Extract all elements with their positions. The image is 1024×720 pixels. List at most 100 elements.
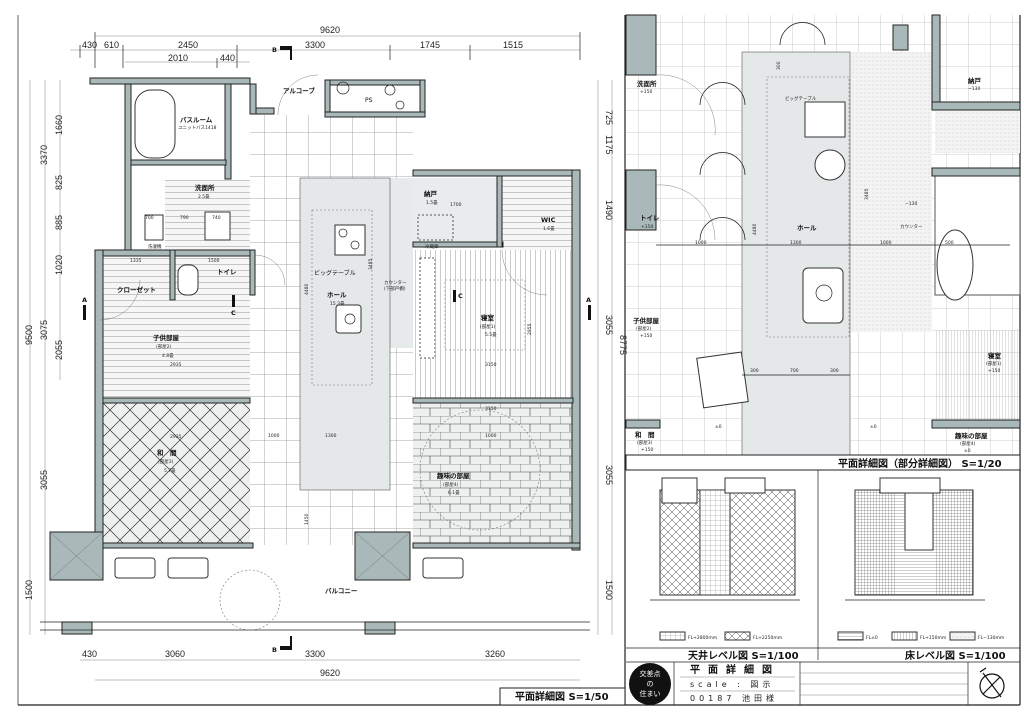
drawing-title: 平面詳細図 xyxy=(690,663,780,676)
main-plan-inner-dims-4: 1500 xyxy=(208,258,220,264)
circle-mark xyxy=(350,240,360,250)
rect-mark xyxy=(167,557,209,579)
main-plan-rooms-hobby-room-area: 6.1畳 xyxy=(448,490,460,496)
floor-plan-legend-0: FL±0 xyxy=(866,635,878,641)
rect-mark xyxy=(891,631,918,641)
rect-mark xyxy=(766,76,850,338)
detail-plan-labels-washroom: 洗面所 xyxy=(637,79,657,88)
main-plan-caption: 平面詳細図 S=1/50 xyxy=(515,690,609,703)
main-plan-rooms-counter-sub: (下部戸棚) xyxy=(384,285,406,292)
detail-plan-labels-toilet-level: +150 xyxy=(641,224,653,230)
main-plan-inner-dims-1: 790 xyxy=(180,215,189,221)
main-plan-left-dims-inner-1: 825 xyxy=(54,175,64,190)
main-plan-inner-dims-3: 1335 xyxy=(130,258,142,264)
rect-mark xyxy=(935,330,1020,420)
circle-mark xyxy=(384,84,396,96)
circle-mark xyxy=(219,569,281,631)
detail-plan-labels-bedroom-sub: (部屋1) xyxy=(986,360,1002,367)
main-plan-right-dims-inner-2: 1490 xyxy=(604,200,614,220)
main-plan-rooms-alcove: アルコーブ xyxy=(283,86,315,95)
rect-mark xyxy=(696,351,749,409)
rect-mark xyxy=(453,290,456,302)
main-plan-top-dims-overall: 9620 xyxy=(320,25,340,35)
text-mark: 住まい xyxy=(640,689,661,698)
rect-mark xyxy=(249,83,257,115)
main-plan-top-dims-row1-0: 430 xyxy=(82,40,97,50)
rect-mark xyxy=(83,305,86,320)
detail-plan-labels-bedroom-level: +150 xyxy=(988,368,1000,374)
rect-mark xyxy=(879,477,941,494)
main-plan-inner-dims-2: 740 xyxy=(212,215,221,221)
detail-plan-dims-5: 300 xyxy=(830,368,839,374)
main-plan-rooms-bedroom-sub: (部屋1) xyxy=(480,323,496,330)
main-plan-left-dims-mid-0: 3370 xyxy=(39,145,49,165)
ceiling-plan-caption: 天井レベル図 S=1/100 xyxy=(688,649,799,662)
detail-plan-labels-hobby-room: 趣味の部屋 xyxy=(954,431,988,440)
rect-mark xyxy=(412,397,574,404)
ellipse-mark xyxy=(936,229,974,301)
rect-mark xyxy=(837,631,864,641)
washitsu-floor xyxy=(103,400,250,545)
detail-plan-labels-washitsu-level: +150 xyxy=(641,447,653,453)
main-plan-bottom-dims-overall: 9620 xyxy=(320,668,340,678)
stove-detail xyxy=(804,101,846,138)
main-plan-inner-dims-0: 700 xyxy=(145,215,154,221)
floor-plan-caption: 床レベル図 S=1/100 xyxy=(905,649,1006,662)
detail-plan-dims-4: 700 xyxy=(790,368,799,374)
main-plan-right-dims-inner-0: 725 xyxy=(604,110,614,125)
main-plan-left-dims-mid-3: 1500 xyxy=(24,580,34,600)
main-plan-rooms-fridge: 冷蔵庫 xyxy=(425,243,439,250)
drawing-scale: scale : 図示 xyxy=(690,680,774,689)
detail-plan-dims-7: 4480 xyxy=(752,223,758,235)
main-plan-bottom-dims-row1-1: 3060 xyxy=(165,649,185,659)
rect-mark xyxy=(659,631,686,641)
main-plan-top-dims-row2-1: 440 xyxy=(220,53,235,63)
main-plan-left-dims-inner-0: 1660 xyxy=(54,115,64,135)
main-plan-left-dims-inner-2: 885 xyxy=(54,215,64,230)
main-plan-rooms-counter: カウンター xyxy=(384,279,407,286)
main-plan-rooms-hall-area: 15.3畳 xyxy=(330,301,345,307)
main-plan-rooms-washitsu-area: 5.7畳 xyxy=(164,468,176,474)
detail-plan-labels-big-table: ビッグテーブル xyxy=(785,95,817,102)
counter xyxy=(419,257,436,359)
path-mark xyxy=(699,152,746,176)
detail-plan-labels-counter: カウンター xyxy=(900,223,923,230)
inner-dimensions: 700 790 740 1335 1500 1700 2935 2935 315… xyxy=(130,202,533,525)
rect-mark xyxy=(224,83,232,180)
main-plan-rooms-washer: 洗濯機 xyxy=(148,243,162,250)
rect-mark xyxy=(102,542,254,549)
detail-plan-labels-hobby-room-level: ±0 xyxy=(964,448,971,454)
detail-dimensions: 1000 1300 1000 300 700 300 300 4480 3485… xyxy=(695,61,954,374)
rect-mark xyxy=(588,305,591,320)
main-plan-rooms-washitsu-sub: (部屋3) xyxy=(158,458,174,465)
main-plan-bottom-dims-row1-2: 3300 xyxy=(305,649,325,659)
rect-mark xyxy=(496,175,503,248)
rect-mark xyxy=(700,490,730,595)
main-plan-rooms-toilet: トイレ xyxy=(217,268,237,276)
main-plan-rooms-washitsu: 和 間 xyxy=(156,448,177,457)
main-plan-section-marks-c: C xyxy=(458,292,463,300)
detail-plan-labels-hall: ホール xyxy=(797,224,817,232)
rect-mark xyxy=(935,490,973,595)
rect-mark xyxy=(290,636,292,648)
g-mark xyxy=(79,32,581,68)
rect-mark xyxy=(949,631,976,641)
main-plan-left-dims-mid-1: 3075 xyxy=(39,320,49,340)
rect-mark xyxy=(419,79,426,118)
detail-plan-dims-0: 1000 xyxy=(695,240,707,246)
ceiling-plan-legend-1: FL+2250mm xyxy=(753,635,782,641)
rect-mark xyxy=(255,107,275,115)
rect-mark xyxy=(724,631,751,641)
main-plan-rooms-hobby-room-sub: (部屋4) xyxy=(443,481,459,488)
rect-mark xyxy=(625,14,657,76)
main-plan-rooms-bathroom-sub: ユニットバス1418 xyxy=(178,125,217,131)
rect-mark xyxy=(94,249,104,551)
room-labels: アルコーブ PS バスルーム ユニットバス1418 洗面所 2.5畳 洗濯機 ト… xyxy=(117,86,556,595)
rect-mark xyxy=(324,111,426,118)
rect-mark xyxy=(931,14,941,111)
detail-plan: 洗面所 +150 トイレ +150 子供部屋 (部屋2) +150 和 間 (部… xyxy=(625,14,1021,471)
detail-plan-dims-1: 1300 xyxy=(790,240,802,246)
detail-plan-labels-storage: 納戸 xyxy=(968,76,982,85)
main-plan-top-dims-row1-5: 1515 xyxy=(503,40,523,50)
bathtub xyxy=(134,89,176,159)
